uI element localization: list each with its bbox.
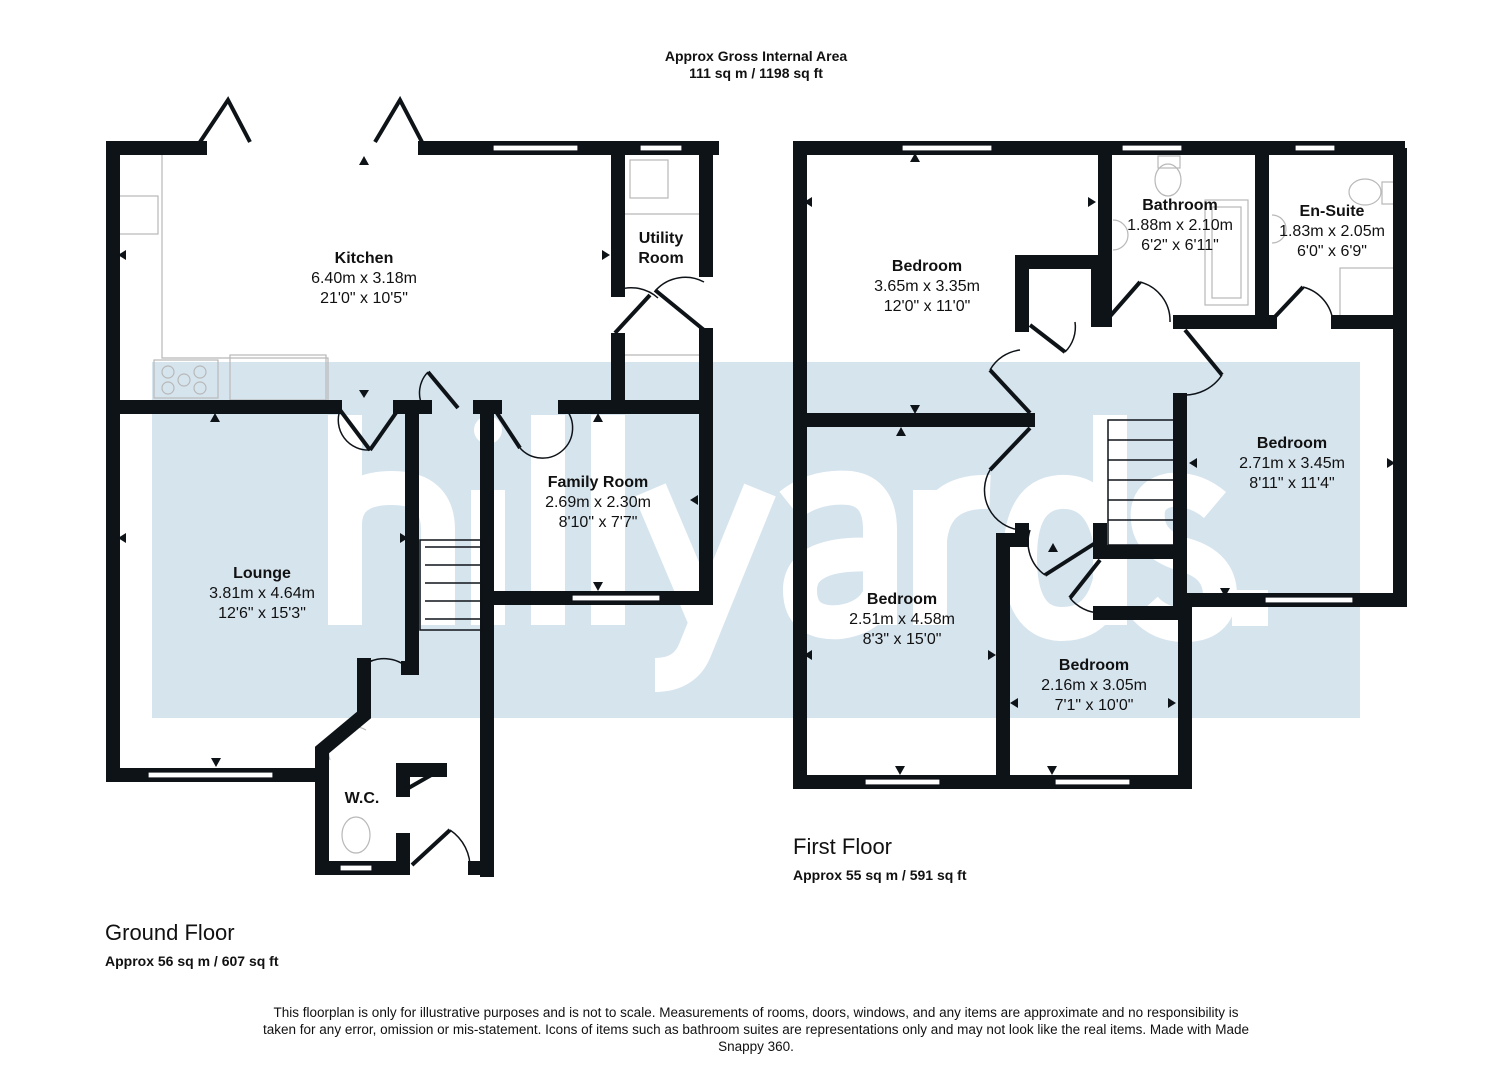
room-name: Family Room — [547, 474, 649, 491]
room-wc: W.C. — [345, 789, 380, 809]
room-imperial: 6'2" x 6'11" — [1141, 237, 1219, 254]
room-metric: 2.71m x 3.45m — [1239, 455, 1345, 472]
room-name: Bathroom — [1142, 197, 1218, 214]
room-imperial: 8'10" x 7'7" — [558, 514, 638, 531]
room-name: Kitchen — [334, 250, 394, 267]
room-imperial: 8'11" x 11'4" — [1249, 475, 1335, 492]
room-name: Bedroom — [866, 591, 938, 608]
room-name: En-Suite — [1299, 203, 1365, 220]
room-metric: 3.65m x 3.35m — [874, 278, 980, 295]
ground-floor-area: Approx 56 sq m / 607 sq ft — [105, 953, 279, 969]
room-utility: Utility Room — [638, 229, 683, 269]
room-metric: 1.83m x 2.05m — [1279, 223, 1385, 240]
room-metric: 2.69m x 2.30m — [545, 494, 651, 511]
gross-area-title: Approx Gross Internal Area — [664, 48, 848, 64]
dimension-markers — [118, 153, 1395, 775]
room-imperial: 6'0" x 6'9" — [1297, 243, 1367, 260]
room-bathroom: Bathroom 1.88m x 2.10m 6'2" x 6'11" — [1127, 196, 1233, 256]
first-floor-label: First Floor — [793, 834, 892, 859]
room-bedroom-2: Bedroom 2.71m x 3.45m 8'11" x 11'4" — [1239, 434, 1345, 494]
room-kitchen: Kitchen 6.40m x 3.18m 21'0" x 10'5" — [311, 249, 417, 309]
room-name: Lounge — [233, 565, 291, 582]
room-en-suite: En-Suite 1.83m x 2.05m 6'0" x 6'9" — [1279, 202, 1385, 262]
disclaimer: This floorplan is only for illustrative … — [263, 1005, 1249, 1054]
room-bedroom-3: Bedroom 2.51m x 4.58m 8'3" x 15'0" — [849, 590, 955, 650]
room-lounge: Lounge 3.81m x 4.64m 12'6" x 15'3" — [209, 564, 315, 624]
room-metric: 3.81m x 4.64m — [209, 585, 315, 602]
room-metric: 6.40m x 3.18m — [311, 270, 417, 287]
first-floor-area: Approx 55 sq m / 591 sq ft — [793, 867, 967, 883]
first-windows — [864, 144, 1354, 786]
room-imperial: 12'0" x 11'0" — [883, 298, 971, 315]
room-imperial: 7'1" x 10'0" — [1054, 697, 1134, 714]
first-door-arcs — [983, 281, 1334, 614]
room-name: Utility — [638, 230, 684, 247]
ground-doors — [198, 95, 706, 867]
room-imperial: 21'0" x 10'5" — [320, 290, 408, 307]
room-bedroom-1: Bedroom 3.65m x 3.35m 12'0" x 11'0" — [874, 257, 980, 317]
room-imperial: 12'6" x 15'3" — [218, 605, 306, 622]
room-metric: 2.16m x 3.05m — [1041, 677, 1147, 694]
first-doors — [988, 280, 1305, 600]
room-name-line2: Room — [638, 250, 684, 267]
ground-floor-label: Ground Floor — [105, 920, 235, 945]
room-metric: 1.88m x 2.10m — [1127, 217, 1233, 234]
room-name: Bedroom — [1256, 435, 1328, 452]
gross-area-header: Approx Gross Internal Area 111 sq m / 11… — [665, 48, 847, 82]
gross-area-value: 111 sq m / 1198 sq ft — [689, 65, 823, 81]
room-metric: 2.51m x 4.58m — [849, 611, 955, 628]
room-name: Bedroom — [1058, 657, 1130, 674]
room-name: W.C. — [344, 790, 380, 807]
room-bedroom-4: Bedroom 2.16m x 3.05m 7'1" x 10'0" — [1041, 656, 1147, 716]
ground-windows — [147, 144, 683, 872]
room-family: Family Room 2.69m x 2.30m 8'10" x 7'7" — [545, 473, 651, 533]
room-imperial: 8'3" x 15'0" — [862, 631, 942, 648]
room-name: Bedroom — [891, 258, 963, 275]
ground-door-arcs — [337, 276, 705, 871]
